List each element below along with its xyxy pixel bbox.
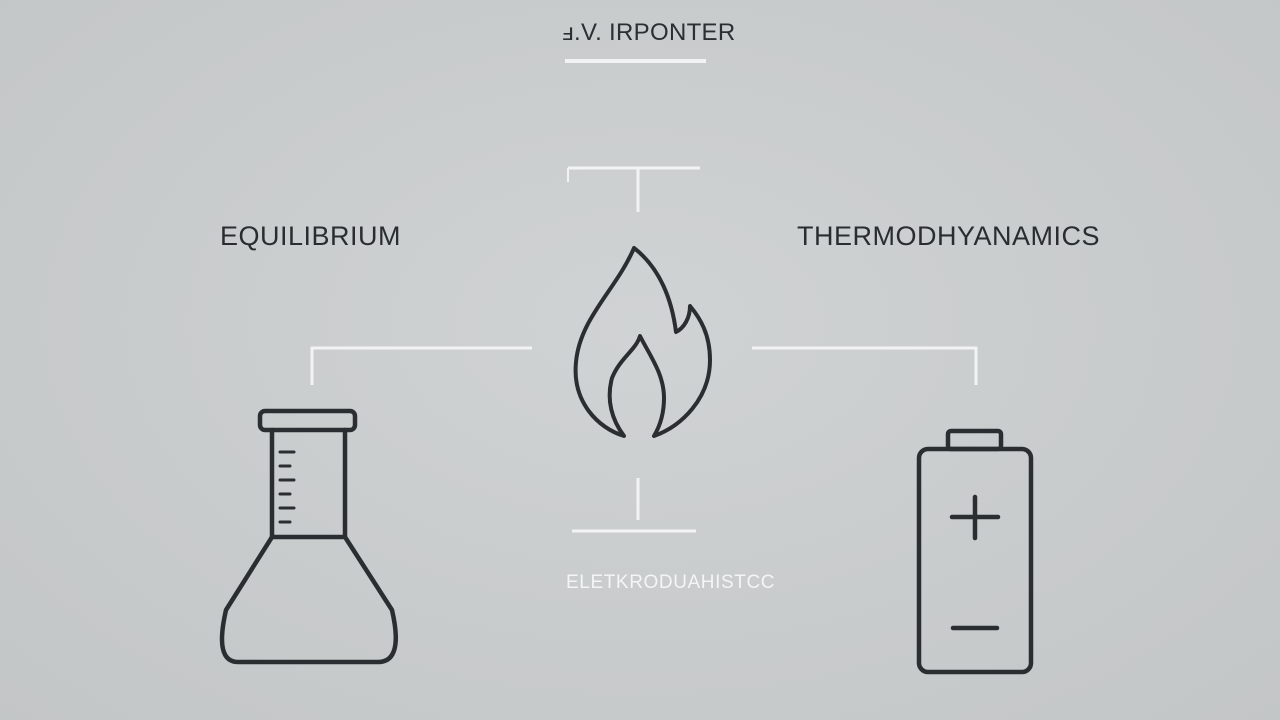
label-electrochemistry: ELЕTKRODUAHISTCC (566, 572, 776, 593)
label-equilibrium: EQUILIBRIUM (220, 221, 402, 251)
flask-icon (219, 408, 399, 665)
label-thermodynamics: THERMODHYANAMICS (797, 221, 1101, 251)
diagram-title: ⅎ​.V. IRPONTER (562, 19, 736, 46)
left-connector (310, 346, 532, 385)
flame-icon (573, 246, 712, 438)
battery-icon (916, 428, 1034, 675)
right-connector (752, 346, 978, 385)
connector-lines (310, 59, 978, 533)
